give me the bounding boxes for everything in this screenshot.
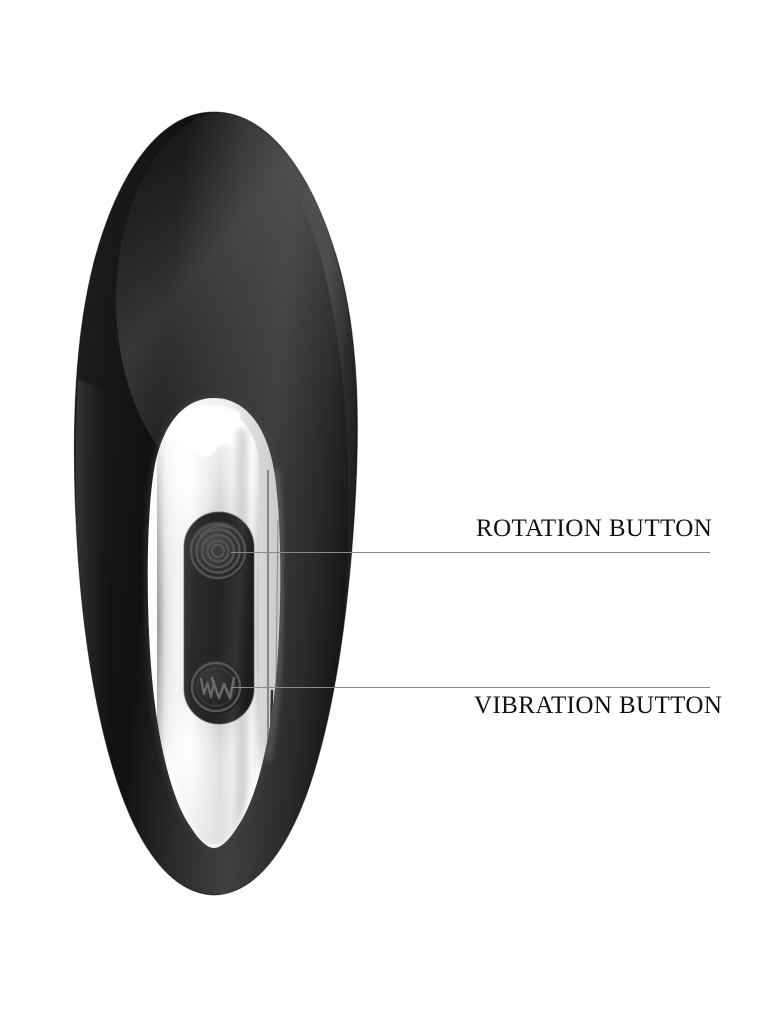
device-outer-body — [60, 100, 380, 910]
device-outline — [73, 111, 358, 896]
rotation-leader-line — [231, 552, 710, 553]
vibration-button-label: VIBRATION BUTTON — [474, 692, 723, 719]
vibration-leader-line — [231, 687, 710, 688]
rotation-button-label: ROTATION BUTTON — [476, 515, 713, 542]
rotation-button[interactable] — [188, 521, 248, 581]
wave-w-icon — [199, 676, 236, 700]
concentric-rings-icon — [189, 522, 247, 580]
